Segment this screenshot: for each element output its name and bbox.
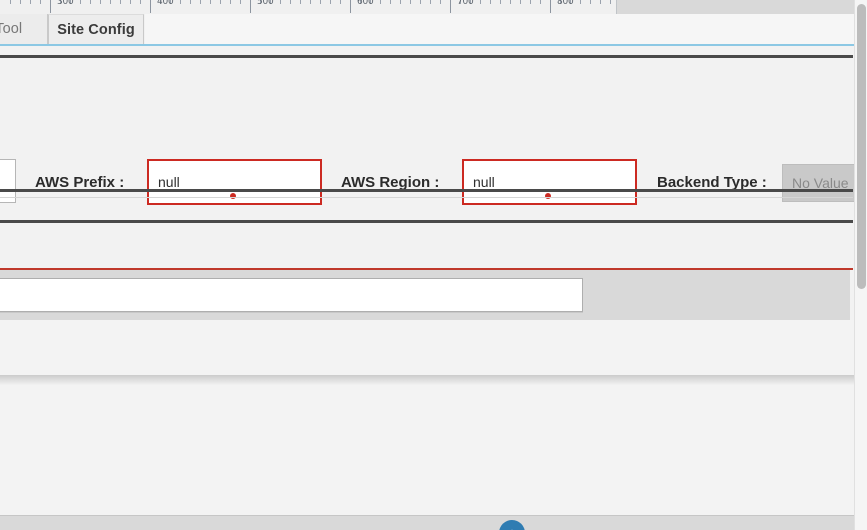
ruler-tick-minor: [430, 0, 431, 4]
ruler-tick-minor: [110, 0, 111, 4]
ruler-tick-minor: [100, 0, 101, 4]
ruler-inactive-region: [616, 0, 867, 14]
ruler-tick-minor: [30, 0, 31, 4]
backend-type-input[interactable]: No Value: [782, 164, 867, 202]
ruler-tick-minor: [560, 0, 561, 4]
ruler-tick-major: [450, 0, 451, 13]
ruler-tick-minor: [80, 0, 81, 4]
ruler-tick-minor: [520, 0, 521, 4]
ruler-tick-minor: [310, 0, 311, 4]
ruler-label: 300: [57, 0, 74, 7]
section-bottom-divider: [0, 220, 853, 223]
ruler-tick-minor: [300, 0, 301, 4]
ruler-tick-major: [550, 0, 551, 13]
ruler-tick-minor: [460, 0, 461, 4]
ruler-label: 600: [357, 0, 374, 7]
ruler-tick-minor: [410, 0, 411, 4]
ruler-tick-minor: [230, 0, 231, 4]
ruler-tick-major: [350, 0, 351, 13]
ruler-tick-minor: [380, 0, 381, 4]
ruler-tick-major: [150, 0, 151, 13]
backend-type-label: Backend Type :: [657, 174, 767, 191]
ruler-tick-minor: [90, 0, 91, 4]
ruler-tick-minor: [160, 0, 161, 4]
ruler-tick-minor: [290, 0, 291, 4]
ruler-tick-minor: [320, 0, 321, 4]
content-top-divider: [0, 55, 853, 58]
ruler-tick-minor: [420, 0, 421, 4]
ruler-tick-minor: [280, 0, 281, 4]
ruler-tick-minor: [600, 0, 601, 4]
ruler-tick-minor: [130, 0, 131, 4]
ruler-tick-minor: [220, 0, 221, 4]
footer-bar: [0, 515, 867, 530]
ruler-tick-minor: [10, 0, 11, 4]
ruler-track: [0, 0, 616, 14]
ruler-tick-major: [50, 0, 51, 13]
empty-panel-lower: [0, 385, 855, 515]
ruler-tick-minor: [530, 0, 531, 4]
ruler-tick-minor: [120, 0, 121, 4]
empty-panel-upper: [0, 320, 855, 375]
ruler-label: 400: [157, 0, 174, 7]
vertical-scrollbar[interactable]: [854, 0, 867, 530]
tab-site-config-label: Site Config: [57, 21, 135, 38]
vertical-scrollbar-thumb[interactable]: [857, 4, 866, 289]
ruler-tick-minor: [180, 0, 181, 4]
ruler-tick-minor: [270, 0, 271, 4]
tab-query-tool[interactable]: y Tool: [0, 14, 48, 44]
ruler-tick-minor: [540, 0, 541, 4]
ruler-tick-minor: [20, 0, 21, 4]
ruler-tick-minor: [210, 0, 211, 4]
aws-prefix-required-dot: [230, 193, 236, 199]
config-form-row: AWS Prefix : null AWS Region : null Back…: [0, 151, 867, 213]
ruler-tick-major: [250, 0, 251, 13]
chevron-up-circle-icon[interactable]: [499, 520, 525, 530]
section-thin-divider: [0, 197, 853, 198]
ruler-tick-minor: [360, 0, 361, 4]
ruler-tick-minor: [200, 0, 201, 4]
aws-region-required-dot: [545, 193, 551, 199]
ruler-label: 500: [257, 0, 274, 7]
ruler-tick-minor: [60, 0, 61, 4]
tab-strip: y Tool Site Config: [0, 14, 867, 46]
tab-site-config[interactable]: Site Config: [48, 14, 144, 44]
input-band: [0, 270, 850, 320]
wide-text-input[interactable]: [0, 278, 583, 312]
ruler-tick-minor: [490, 0, 491, 4]
tab-strip-empty-area: [145, 14, 867, 44]
ruler-tick-minor: [480, 0, 481, 4]
form-bottom-divider: [0, 189, 853, 192]
ruler-label: 700: [457, 0, 474, 7]
ruler-tick-minor: [580, 0, 581, 4]
main-content: AWS Prefix : null AWS Region : null Back…: [0, 46, 867, 530]
aws-region-label: AWS Region :: [341, 174, 440, 191]
aws-prefix-label: AWS Prefix :: [35, 174, 125, 191]
ruler-tick-minor: [260, 0, 261, 4]
ruler-tick-minor: [140, 0, 141, 4]
ruler-tick-minor: [510, 0, 511, 4]
ruler-tick-minor: [330, 0, 331, 4]
ruler-tick-minor: [440, 0, 441, 4]
ruler-tick-minor: [240, 0, 241, 4]
ruler-tick-minor: [500, 0, 501, 4]
ruler-label: 800: [557, 0, 574, 7]
ruler-tick-minor: [370, 0, 371, 4]
ruler-tick-minor: [40, 0, 41, 4]
ruler-tick-minor: [390, 0, 391, 4]
ruler-tick-minor: [570, 0, 571, 4]
ruler-tick-minor: [470, 0, 471, 4]
ruler-tick-minor: [610, 0, 611, 4]
horizontal-ruler: 300 400 500 600 700 800: [0, 0, 867, 15]
error-separator-line: [0, 268, 853, 270]
truncated-left-input[interactable]: [0, 159, 16, 203]
ruler-tick-minor: [190, 0, 191, 4]
tab-query-tool-label: y Tool: [0, 21, 23, 37]
panel-drop-shadow: [0, 375, 855, 385]
ruler-tick-minor: [70, 0, 71, 4]
ruler-tick-minor: [170, 0, 171, 4]
ruler-tick-minor: [340, 0, 341, 4]
ruler-tick-minor: [590, 0, 591, 4]
ruler-tick-minor: [400, 0, 401, 4]
